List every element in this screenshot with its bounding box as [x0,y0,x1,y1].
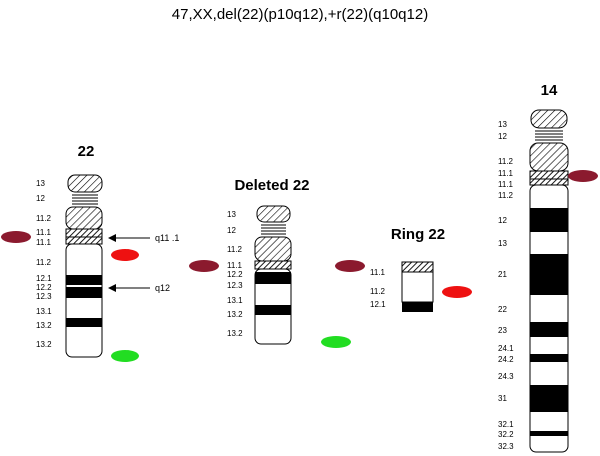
chr14-band-label: 13 [498,120,507,129]
chr22-band-label: 12.1 [36,274,52,283]
chr22-red-signal [111,249,139,261]
chr22-band-label: 11.2 [36,214,52,223]
figure-title: 47,XX,del(22)(p10q12),+r(22)(q10q12) [172,6,428,23]
del22-q12-2-band [255,272,291,284]
ring22-q11-1-band [401,261,434,273]
del22-q13-2-band [255,305,291,315]
chr22-band-label: 13.1 [36,307,52,316]
chr22-band-label: 11.2 [36,258,52,267]
del22-band-label: 11.2 [227,245,243,254]
chr14-band-label: 11.2 [498,191,514,200]
chr14-q12-band [530,208,568,232]
ring22-band-label: 12.1 [370,300,386,309]
del22-p11-2-band [254,236,292,262]
chr14-q24-2-band [530,354,568,362]
chr22-green-signal [111,350,139,362]
chr14-band-label: 32.1 [498,420,514,429]
chr22-q12-3-band [66,287,102,298]
del22-p13-satellite [256,205,291,223]
chr22-q-arm [65,243,103,358]
q12-callout-label: q12 [155,283,170,293]
chr14-band-label: 12 [498,216,507,225]
chr14-band-label: 12 [498,132,507,141]
chr22-q12-1-band [66,275,102,285]
chr14-band-label: 32.2 [498,430,514,439]
chr22-band-label: 13.2 [36,321,52,330]
deleted-chromosome-22: Deleted 22 13 12 11.2 11.1 12.2 12.3 13.… [189,177,365,348]
del22-centromere [254,260,292,270]
del22-band-label: 13.2 [227,310,243,319]
ring22-q11-2-band [401,271,434,303]
chr22-band-label: 12 [36,194,45,203]
ring22-red-signal [442,286,472,298]
chr22-p11-2-band [65,206,103,230]
chr14-q23-band [530,322,568,337]
chr22-band-label: 13.2 [36,340,52,349]
chromosome-22-title: 22 [78,143,95,160]
chr22-p11-1-centromere [65,228,103,238]
chr14-band-label: 11.1 [498,169,514,178]
chr14-band-label: 23 [498,326,507,335]
chr14-band-label: 24.3 [498,372,514,381]
del22-band-label: 13.1 [227,296,243,305]
del22-green-signal [321,336,351,348]
chr22-p13-satellite [67,174,103,193]
q12-callout-arrowhead [108,284,116,292]
chr14-q32-2-band [530,431,568,436]
chr22-q13-2-band [66,318,102,327]
chr14-band-label: 11.2 [498,157,514,166]
chr14-band-label: 11.1 [498,180,514,189]
ring-chromosome-22: Ring 22 11.1 11.2 12.1 [370,226,472,312]
chr14-centromere-q [529,178,569,186]
chr14-centromere-p [529,170,569,180]
deleted-22-title: Deleted 22 [234,177,309,194]
del22-band-label: 12.2 [227,270,243,279]
chromosome-22: 22 13 12 11.2 11.1 11.1 11.2 12.1 12.2 1… [1,143,179,362]
chr14-p13-satellite [530,109,568,129]
ring-22-title: Ring 22 [391,226,445,243]
chr14-dark-red-signal [568,170,598,182]
chr22-band-label: 11.1 [36,238,52,247]
chr14-band-label: 32.3 [498,442,514,451]
chr14-band-label: 24.1 [498,344,514,353]
ring22-band-label: 11.1 [370,268,386,277]
chr22-band-label: 13 [36,179,45,188]
chr14-band-label: 31 [498,394,507,403]
q11-callout-label: q11 .1 [155,233,179,243]
chromosome-14-title: 14 [541,82,558,99]
del22-band-label: 11.1 [227,261,243,270]
chr22-q11-1-centromere [65,236,103,245]
del22-band-label: 13 [227,210,236,219]
chr22-dark-red-signal [1,231,31,243]
chr14-band-label: 21 [498,270,507,279]
chr14-band-label: 24.2 [498,355,514,364]
chr14-q21-band [530,254,568,295]
chromosome-14: 14 13 12 11.2 11.1 11.1 11.2 12 13 21 22… [498,82,598,453]
del22-band-label: 12 [227,226,236,235]
del22-band-label: 13.2 [227,329,243,338]
q11-callout-arrowhead [108,234,116,242]
del22-dark-red-signal-left [189,260,219,272]
chr14-band-label: 22 [498,305,507,314]
chr22-band-label: 12.2 [36,283,52,292]
ring22-q12-1-band [402,302,433,312]
chr22-band-label: 11.1 [36,228,52,237]
del22-dark-red-signal-right [335,260,365,272]
del22-band-label: 12.3 [227,281,243,290]
chr14-band-label: 13 [498,239,507,248]
ring22-band-label: 11.2 [370,287,386,296]
chr14-q31-band [530,385,568,412]
chr22-band-label: 12.3 [36,292,52,301]
chr14-p11-2-band [529,142,569,172]
